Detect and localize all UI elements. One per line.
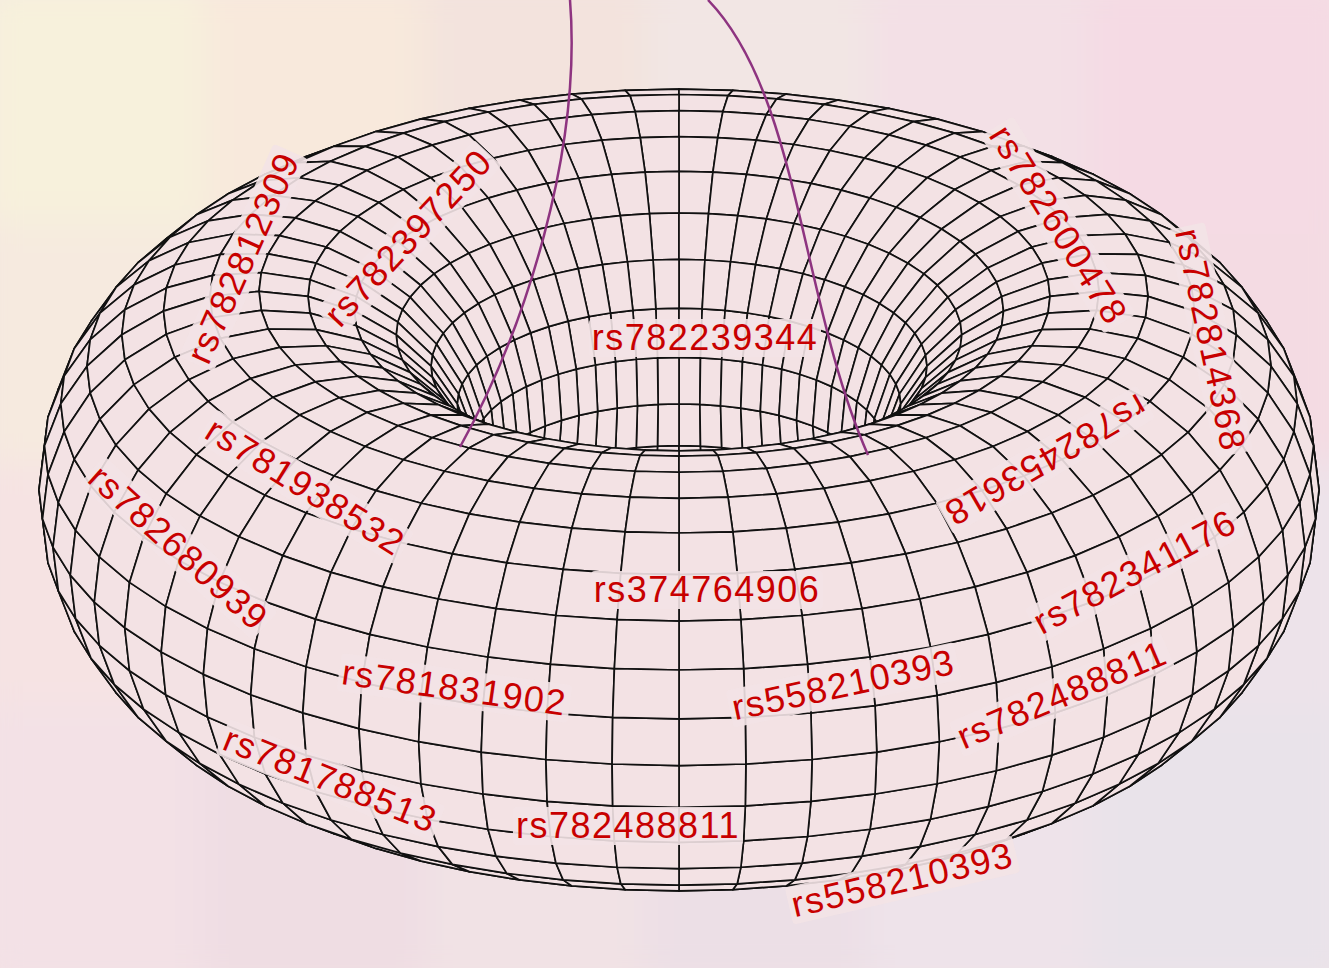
torus-face xyxy=(658,357,679,404)
background-tile xyxy=(1090,222,1329,504)
torus-face xyxy=(920,587,988,647)
torus-face xyxy=(786,522,851,569)
torus-face xyxy=(617,867,679,885)
torus-face xyxy=(636,404,658,447)
torus-face xyxy=(576,365,597,415)
torus-face xyxy=(635,111,679,138)
torus-face xyxy=(679,867,741,885)
snp-label: rs558210393 xyxy=(725,642,960,727)
snp-label: rs781788513 xyxy=(215,719,445,841)
torus-face xyxy=(614,620,679,670)
torus-face xyxy=(653,259,679,308)
torus-face xyxy=(630,471,679,498)
torus-face xyxy=(679,764,746,807)
torus-face xyxy=(679,111,723,138)
purple-curve xyxy=(708,0,868,455)
torus-face xyxy=(745,760,812,806)
torus-face xyxy=(625,497,679,533)
torus-face xyxy=(563,528,625,573)
snp-label: rs782600478 xyxy=(980,116,1135,333)
torus-face xyxy=(679,213,709,260)
torus-face xyxy=(728,494,786,532)
torus-face xyxy=(550,615,617,668)
torus-face xyxy=(760,365,781,415)
torus-face xyxy=(741,362,763,412)
torus-face xyxy=(261,310,316,329)
torus-face xyxy=(428,599,497,657)
background-tile xyxy=(424,222,686,504)
torus-face xyxy=(595,362,617,412)
torus-face xyxy=(640,137,679,172)
torus-face xyxy=(658,404,679,446)
torus-face xyxy=(621,532,679,575)
torus-face xyxy=(572,494,630,532)
torus-face xyxy=(615,406,637,450)
torus-face xyxy=(612,717,679,765)
torus-face xyxy=(679,497,733,533)
snp-label: rs782488811 xyxy=(513,807,743,845)
torus-face xyxy=(811,706,877,760)
torus-face xyxy=(635,455,679,472)
torus-face xyxy=(581,468,635,497)
torus-face xyxy=(723,468,777,497)
torus-face xyxy=(679,532,737,575)
torus-wireframe xyxy=(39,89,1319,891)
torus-face xyxy=(613,669,679,719)
torus-face xyxy=(679,455,723,472)
snp-label: rs782814368 xyxy=(1167,222,1252,457)
torus-face xyxy=(1042,310,1097,329)
torus-face xyxy=(700,358,722,406)
torus-face xyxy=(741,615,808,668)
torus-face xyxy=(679,404,700,446)
torus-face xyxy=(496,563,563,616)
torus-face xyxy=(481,752,547,801)
purple-curve xyxy=(460,0,572,447)
torus-face xyxy=(679,357,700,404)
snp-label: rs782239344 xyxy=(589,319,822,357)
torus-face xyxy=(614,841,679,869)
torus-face xyxy=(679,137,718,172)
snp-label: rs782812309 xyxy=(178,144,307,372)
torus-face xyxy=(630,95,679,112)
torus-face xyxy=(700,404,722,447)
torus-face xyxy=(636,358,658,406)
torus-face xyxy=(679,259,705,308)
torus-face xyxy=(744,801,811,840)
torus-face xyxy=(679,471,728,498)
torus-face xyxy=(811,752,877,801)
snp-label: rs782453618 xyxy=(935,385,1155,534)
torus-face xyxy=(777,488,839,528)
torus-face xyxy=(488,609,556,665)
torus-face xyxy=(649,213,679,260)
torus-face xyxy=(370,587,438,647)
torus-face xyxy=(612,764,679,807)
snp-label: rs782397250 xyxy=(315,140,501,336)
torus-face xyxy=(721,359,743,408)
snp-label: rs782341176 xyxy=(1025,501,1246,642)
snp-label: rs374764906 xyxy=(591,571,824,609)
snp-label: rs781938532 xyxy=(196,409,413,564)
torus-face xyxy=(645,171,679,213)
torus-face xyxy=(679,171,713,213)
torus-face xyxy=(721,406,743,450)
snp-label: rs782680939 xyxy=(79,456,277,640)
snp-label: rs558210393 xyxy=(784,835,1019,924)
torus-face xyxy=(679,841,744,869)
torus-face xyxy=(520,488,582,528)
torus-face xyxy=(679,95,728,112)
torus-face xyxy=(615,359,637,408)
background-tile xyxy=(1090,706,1329,968)
torus-face xyxy=(507,522,572,569)
torus-face xyxy=(546,760,613,806)
torus-face xyxy=(733,528,795,573)
torus-face xyxy=(679,620,744,670)
snp-label: rs782488811 xyxy=(949,633,1175,758)
torus-face xyxy=(802,609,870,665)
snp-label: rs781831902 xyxy=(336,653,572,723)
